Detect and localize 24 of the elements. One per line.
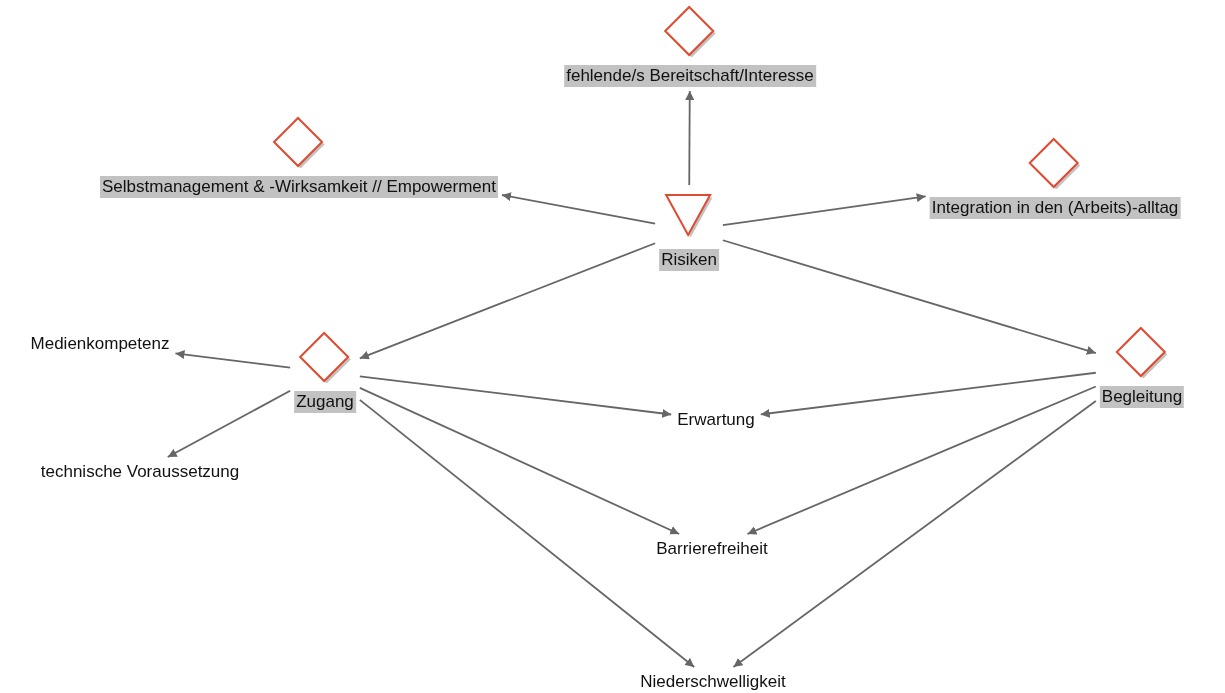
node-label: Barrierefreiheit	[655, 538, 769, 560]
node-label: Medienkompetenz	[29, 333, 171, 355]
arrow	[358, 398, 696, 668]
arrow	[722, 193, 927, 227]
node-label: Erwartung	[676, 409, 756, 431]
arrow	[759, 371, 1097, 418]
arrow	[358, 242, 657, 360]
arrow	[174, 350, 292, 369]
arrow	[746, 385, 1097, 535]
arrow	[358, 375, 673, 418]
node-label: Risiken	[659, 249, 719, 271]
node-label: Begleitung	[1099, 386, 1185, 408]
arrow	[501, 192, 657, 225]
node-label: technische Voraussetzung	[39, 461, 241, 483]
arrow	[166, 389, 292, 458]
arrow	[732, 400, 1097, 668]
node-label: Niederschwelligkeit	[639, 671, 787, 693]
arrow	[722, 239, 1097, 355]
arrow	[685, 90, 695, 186]
node-label: Integration in den (Arbeits)-alltag	[929, 197, 1181, 219]
arrow	[358, 387, 681, 535]
node-label: Selbstmanagement & -Wirksamkeit // Empowerment	[100, 176, 498, 198]
node-label: Zugang	[294, 391, 356, 413]
node-label: fehlende/s Bereitschaft/Interesse	[564, 65, 816, 87]
